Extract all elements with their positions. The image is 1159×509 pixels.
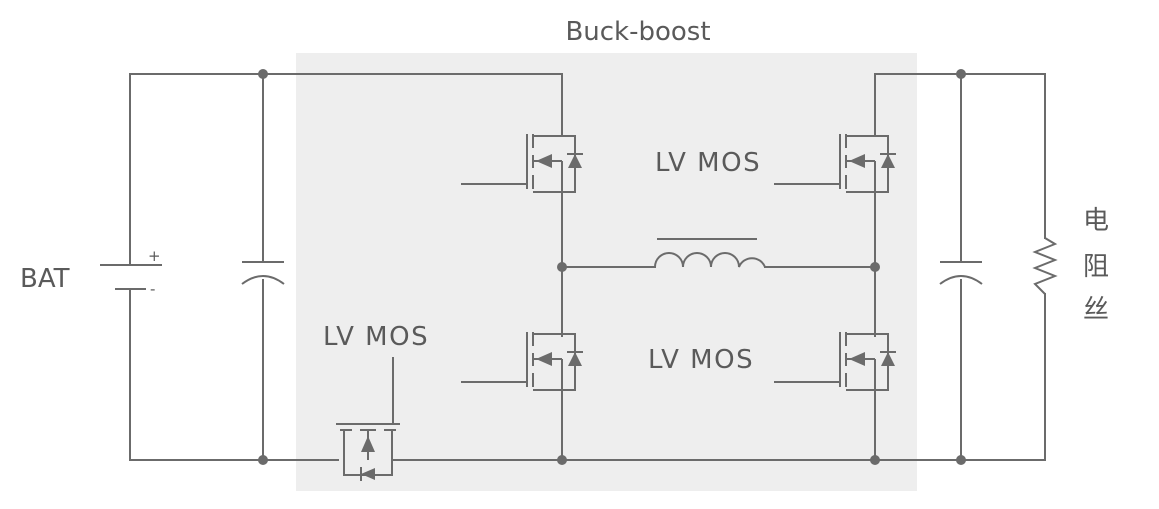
diagram-title: Buck-boost — [565, 17, 710, 47]
mosfet-high-side-left — [526, 134, 583, 193]
mos-label-protection: LV MOS — [323, 322, 429, 352]
mosfet-reverse-protection — [336, 423, 400, 481]
load-label-char-1: 电 — [1083, 206, 1109, 236]
input-capacitor — [241, 261, 285, 285]
inductor — [654, 238, 766, 268]
mosfet-high-side-right — [839, 134, 896, 193]
output-capacitor — [939, 261, 983, 285]
battery-plus-sign: + — [148, 247, 161, 265]
battery-minus-sign: - — [150, 280, 155, 298]
mos-label-middle-right: LV MOS — [648, 345, 754, 375]
junction-nodes — [258, 69, 966, 465]
battery-label: BAT — [20, 264, 70, 294]
load-label-char-2: 阻 — [1083, 252, 1109, 282]
mosfet-low-side-right — [839, 332, 896, 391]
mosfet-low-side-left — [526, 332, 583, 391]
heating-resistor — [1032, 237, 1058, 295]
wires — [129, 73, 1046, 461]
load-label-char-3: 丝 — [1083, 295, 1109, 325]
mos-label-top-right: LV MOS — [655, 148, 761, 178]
battery-symbol — [100, 264, 162, 290]
buck-boost-region — [296, 53, 917, 491]
